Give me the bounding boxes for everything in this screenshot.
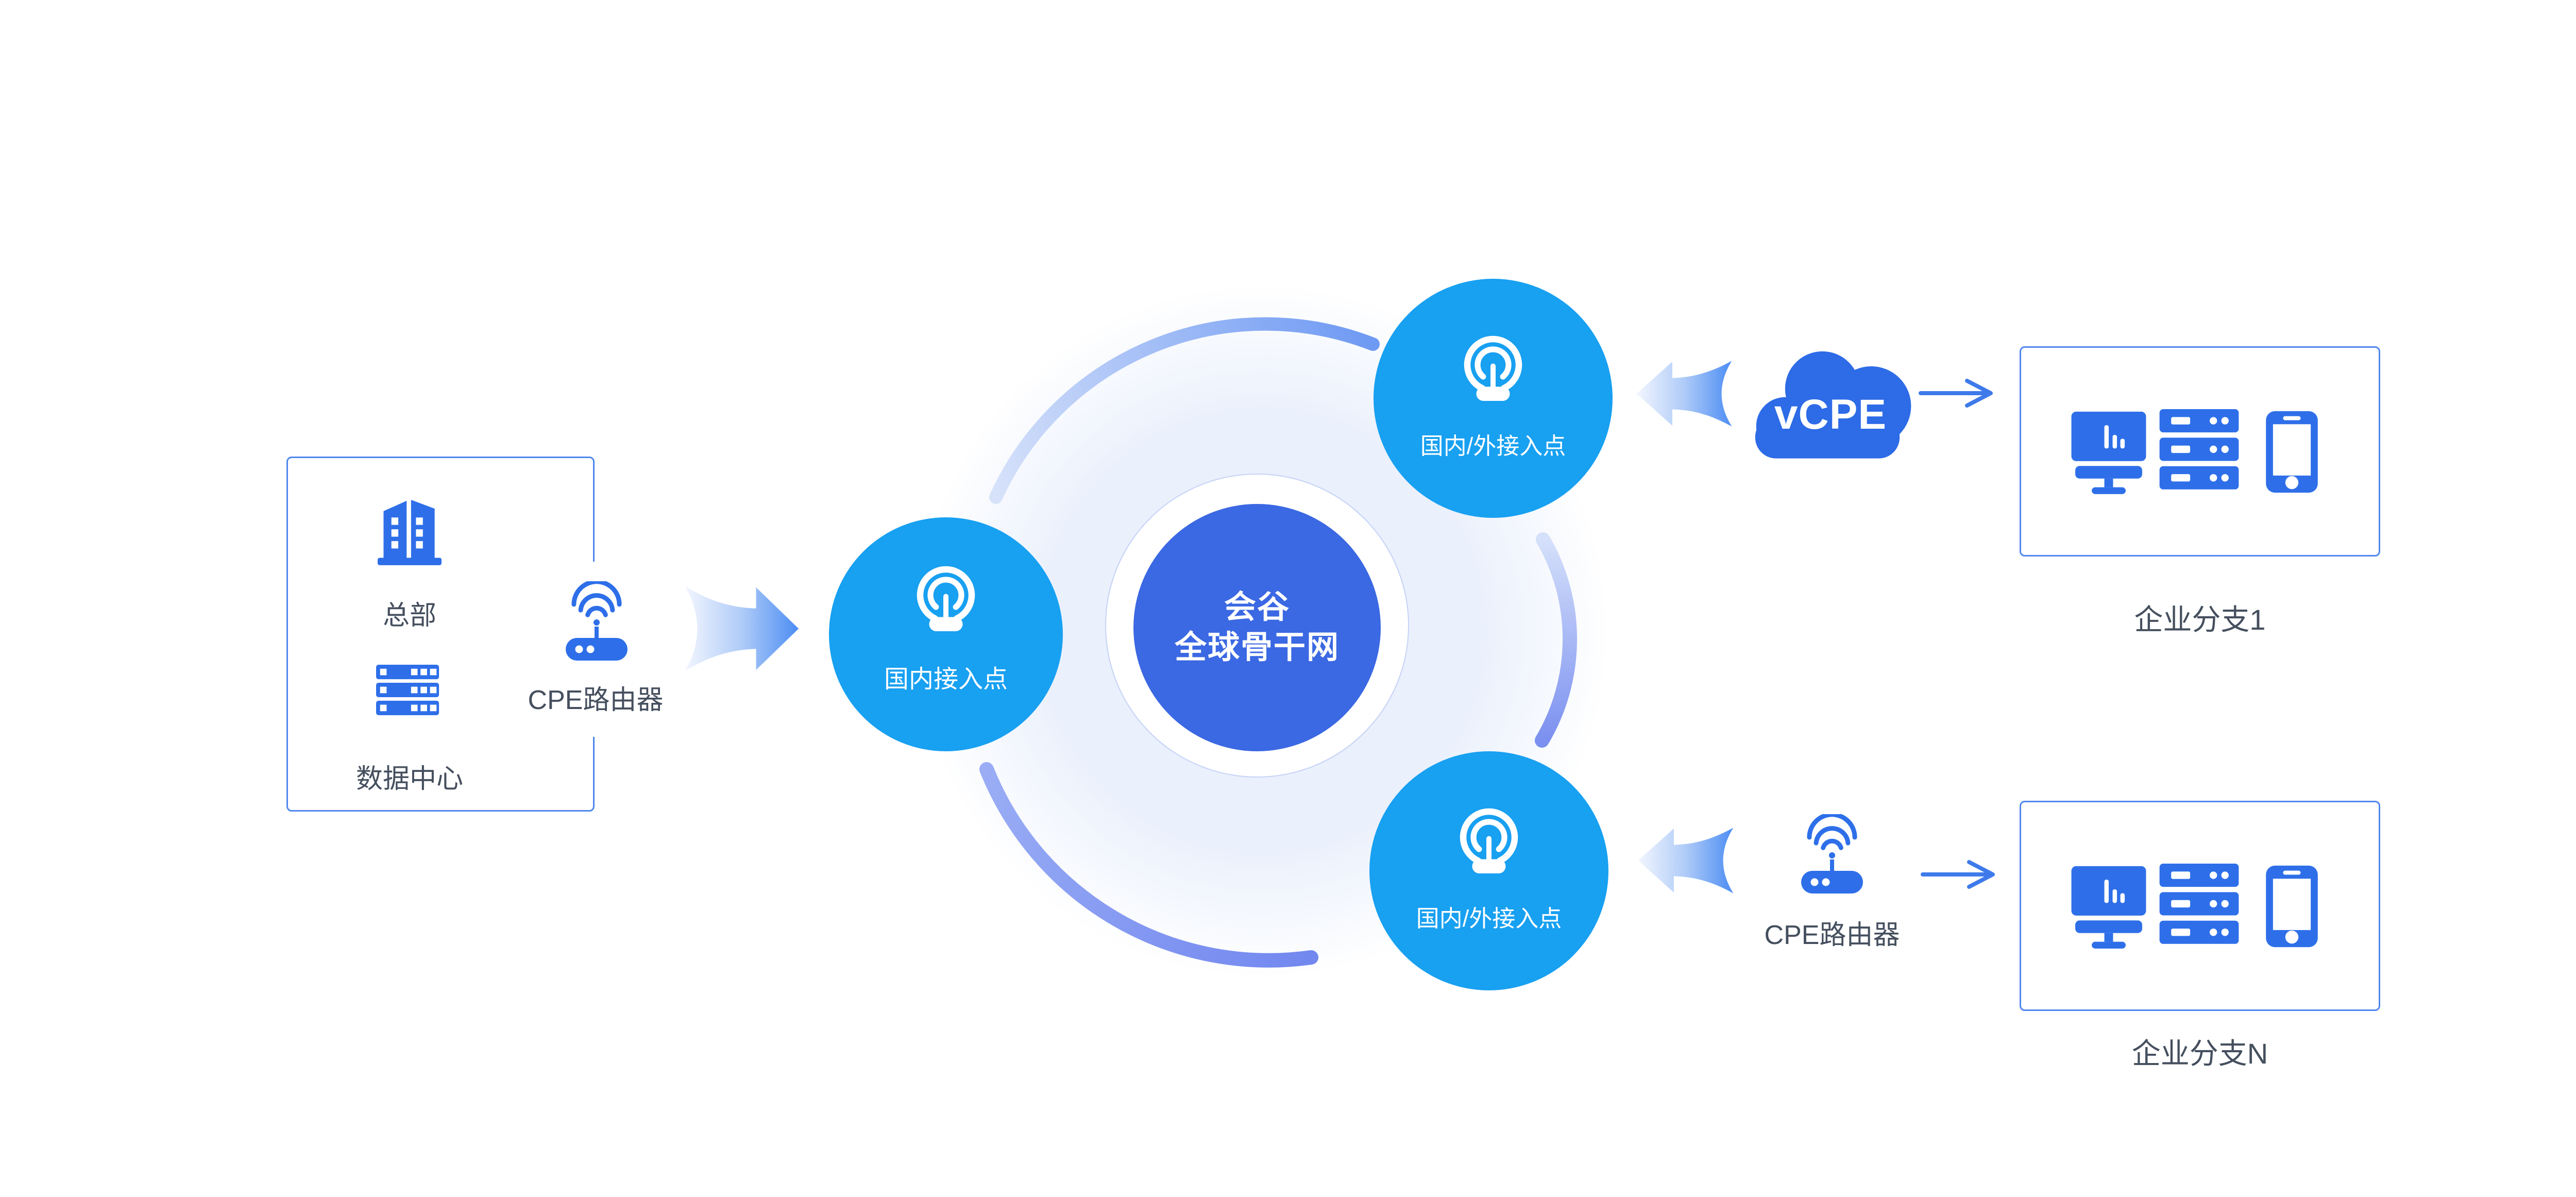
flow-arrow-right-icon <box>685 586 799 671</box>
server-rack-icon <box>2159 864 2239 944</box>
cpe-router-icon <box>566 581 628 661</box>
ring-arc-bottom <box>979 762 1318 968</box>
pop-intl-top-circle: 国内/外接入点 <box>1374 279 1613 518</box>
datacenter-server-icon <box>376 665 439 715</box>
pop-intl-top-label: 国内/外接入点 <box>1420 433 1566 459</box>
cpe-router-top-label: CPE路由器 <box>528 685 664 715</box>
flow-arrow-left-icon <box>1636 361 1732 427</box>
ring-arc-top <box>989 317 1380 504</box>
desktop-monitor-icon <box>2071 411 2146 494</box>
branch1-label: 企业分支1 <box>2134 603 2266 636</box>
cpe-router-icon <box>1801 814 1863 893</box>
link-arrow-icon <box>1919 379 1993 408</box>
smartphone-icon <box>2266 411 2318 493</box>
cpe-router-bottom-label: CPE路由器 <box>1764 920 1900 950</box>
core-network-label: 全球骨干网 <box>1174 630 1340 665</box>
server-rack-icon <box>2159 409 2239 490</box>
pop-domestic-label: 国内接入点 <box>884 666 1008 693</box>
pop-domestic-circle: 国内接入点 <box>829 517 1063 751</box>
desktop-monitor-icon <box>2071 866 2146 949</box>
vcpe-cloud-icon <box>1755 351 1911 459</box>
core-backbone-circle: 会谷 全球骨干网 <box>1133 504 1381 751</box>
branchN-label: 企业分支N <box>2131 1037 2268 1070</box>
access-point-icon <box>1460 808 1518 873</box>
flow-arrow-left-icon <box>1638 828 1734 893</box>
datacenter-label: 数据中心 <box>355 764 463 794</box>
vcpe-label: vCPE <box>1774 391 1887 438</box>
core-brand: 会谷 <box>1224 589 1290 625</box>
access-point-icon <box>1464 335 1522 401</box>
ring-arc-right <box>1535 532 1578 748</box>
link-arrow-icon <box>1921 860 1995 889</box>
hq-label: 总部 <box>382 601 436 631</box>
pop-intl-bottom-label: 国内/外接入点 <box>1416 905 1562 932</box>
smartphone-icon <box>2266 865 2318 948</box>
pop-intl-bottom-circle: 国内/外接入点 <box>1369 751 1608 990</box>
access-point-icon <box>917 566 975 631</box>
headquarters-building-icon <box>378 499 442 565</box>
